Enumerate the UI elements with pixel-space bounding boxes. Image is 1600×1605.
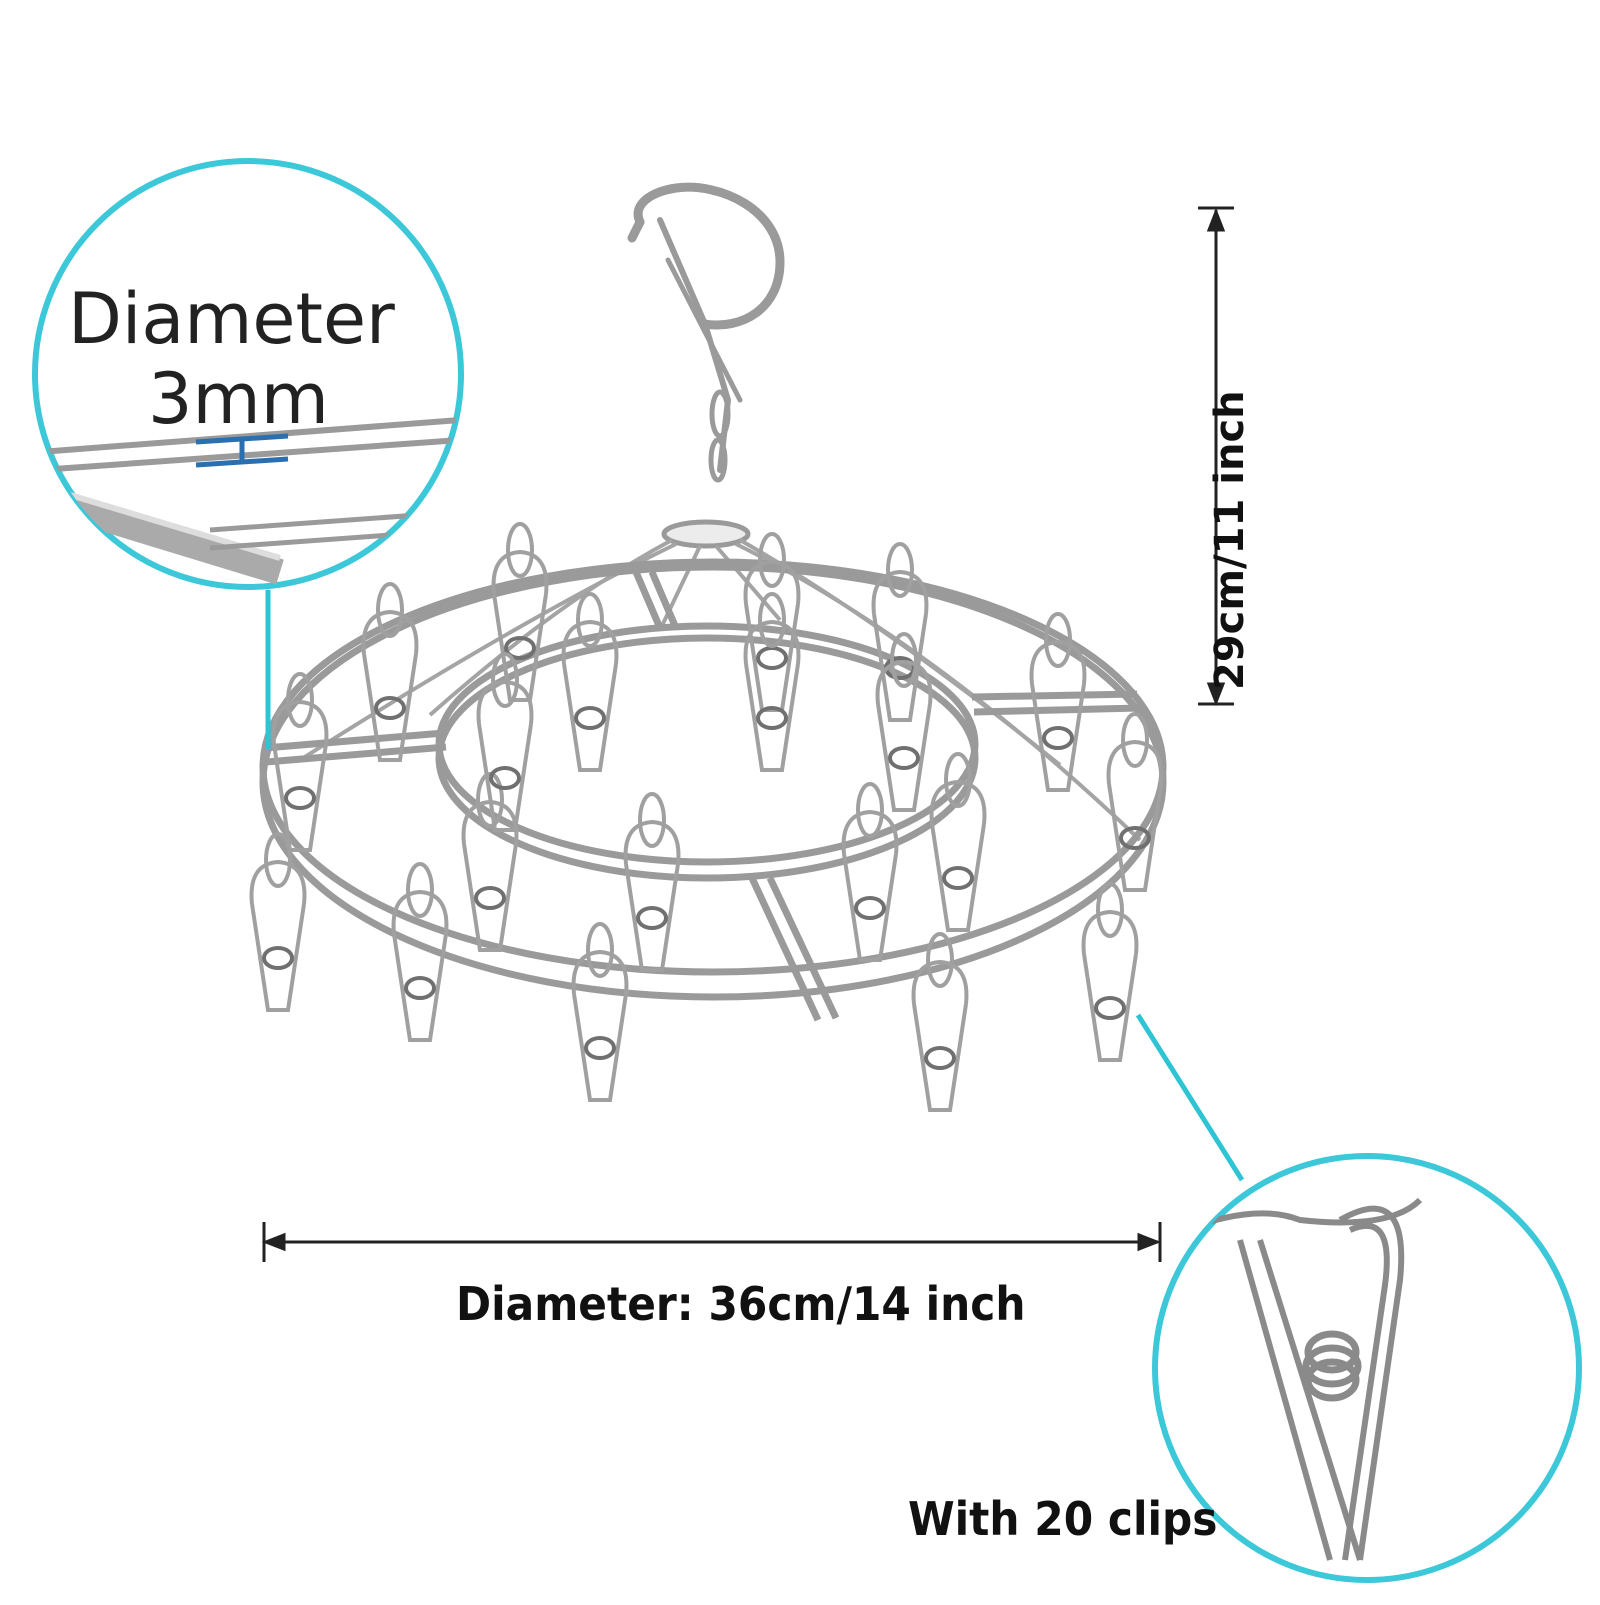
clip-icon	[476, 652, 534, 832]
clip-icon	[1029, 612, 1087, 792]
clip-icon	[929, 752, 987, 932]
height-label: 29cm/11 inch	[1207, 390, 1253, 690]
clip-icon	[271, 672, 329, 852]
diameter-label: Diameter: 36cm/14 inch	[456, 1277, 1026, 1331]
clip-callout-line	[1135, 1013, 1245, 1182]
wire-diameter-value: 3mm	[148, 358, 329, 440]
height-dimension-line	[1198, 206, 1234, 707]
chain-group	[298, 538, 1142, 842]
clip-icon	[875, 632, 933, 812]
clip-icon	[391, 862, 449, 1042]
diameter-dimension-line	[261, 1222, 1162, 1262]
clip-icon	[361, 582, 419, 762]
hook-icon	[627, 182, 785, 483]
measure-marker-icon	[195, 433, 289, 468]
clip-icon	[561, 592, 619, 772]
clip-icon	[249, 832, 307, 1012]
clip-closeup	[1158, 1197, 1423, 1561]
clip-icon	[841, 782, 899, 962]
clip-icon	[623, 792, 681, 972]
ring-frame	[259, 558, 1167, 1022]
wire-callout-ring	[32, 158, 464, 590]
clip-icon	[491, 522, 549, 702]
clip-count-label: With 20 clips	[908, 1492, 1218, 1546]
clip-icon	[1106, 712, 1164, 892]
clip-group	[249, 522, 1164, 1112]
clip-callout-ring	[1152, 1153, 1582, 1583]
hub-icon	[661, 519, 751, 549]
clip-icon	[1081, 882, 1139, 1062]
clip-icon	[571, 922, 629, 1102]
clip-icon	[743, 592, 801, 772]
wire-diameter-label: Diameter	[68, 278, 395, 360]
clip-icon	[911, 932, 969, 1112]
